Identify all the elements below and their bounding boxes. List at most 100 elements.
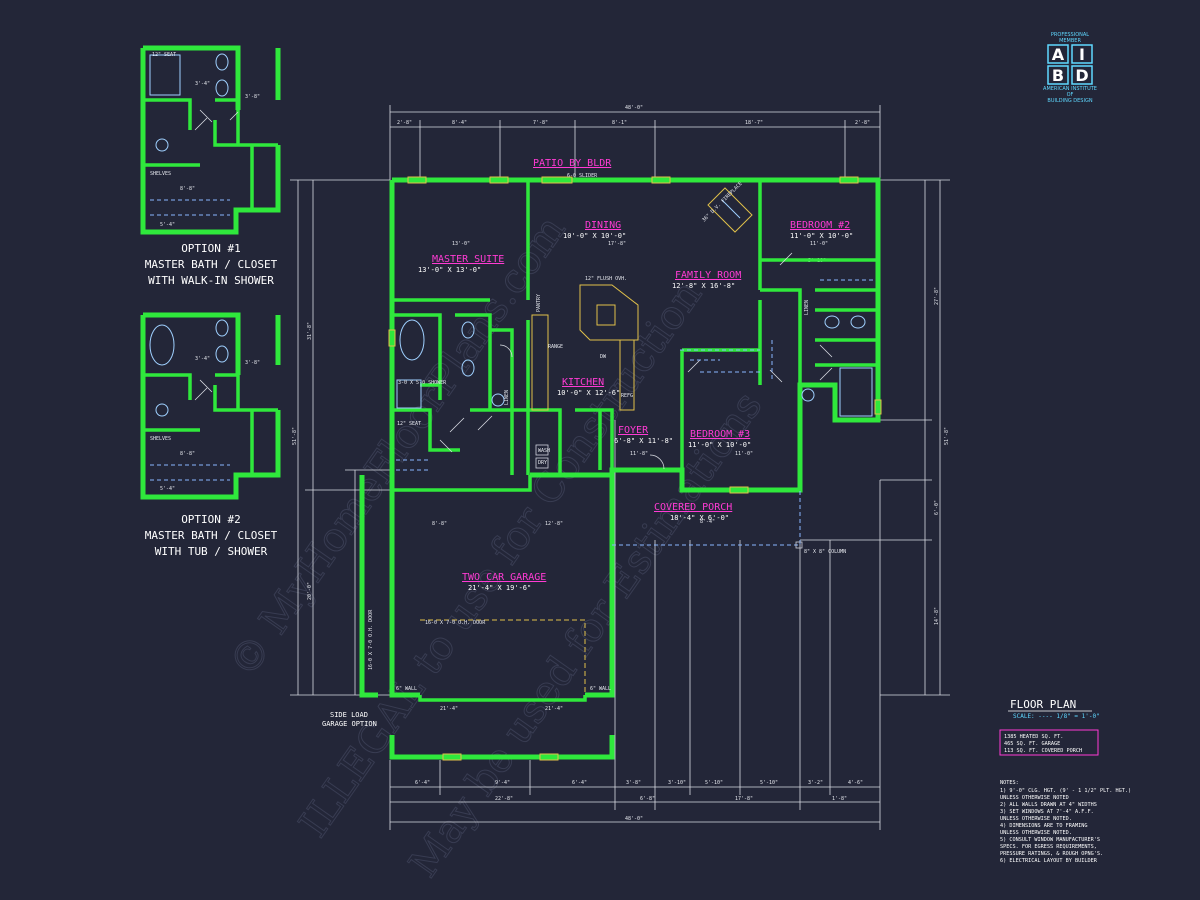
svg-text:UNLESS OTHERWISE NOTED.: UNLESS OTHERWISE NOTED. bbox=[1000, 830, 1072, 836]
svg-text:5) CONSULT WINDOW MANUFACTURE: 5) CONSULT WINDOW MANUFACTURER'S bbox=[1000, 837, 1100, 843]
svg-text:WASH: WASH bbox=[538, 448, 550, 454]
room-dining-label: DINING bbox=[585, 220, 621, 231]
room-kitchen-label: KITCHEN bbox=[562, 377, 604, 388]
option-2-title: OPTION #2 bbox=[181, 513, 241, 526]
svg-text:8'-8": 8'-8" bbox=[180, 186, 195, 192]
svg-text:3'-8": 3'-8" bbox=[626, 780, 641, 786]
room-garage-label: TWO CAR GARAGE bbox=[462, 572, 546, 583]
svg-text:1) 9'-0" CLG. HGT. (9' - 1 1/: 1) 9'-0" CLG. HGT. (9' - 1 1/2" PLT. HGT… bbox=[1000, 788, 1131, 794]
svg-text:8'-4": 8'-4" bbox=[452, 120, 467, 126]
svg-text:5'-4": 5'-4" bbox=[160, 222, 175, 228]
svg-text:3'-2": 3'-2" bbox=[808, 780, 823, 786]
plan-title: FLOOR PLAN bbox=[1010, 698, 1076, 711]
svg-text:RANGE: RANGE bbox=[548, 344, 563, 350]
room-family-label: FAMILY ROOM bbox=[675, 270, 741, 281]
svg-text:27'-8": 27'-8" bbox=[934, 287, 940, 305]
svg-text:D: D bbox=[1075, 66, 1088, 85]
svg-text:6" WALL: 6" WALL bbox=[396, 686, 417, 692]
svg-text:6'-0": 6'-0" bbox=[934, 500, 940, 515]
svg-text:51'-8": 51'-8" bbox=[944, 427, 950, 445]
main-plan-walls bbox=[359, 177, 881, 760]
area-porch: 113 SQ. FT. COVERED PORCH bbox=[1004, 748, 1082, 754]
option-1-title: OPTION #1 bbox=[181, 242, 241, 255]
option-1-line-2: MASTER BATH / CLOSET bbox=[145, 258, 278, 271]
svg-text:PANTRY: PANTRY bbox=[536, 294, 542, 312]
svg-text:17'-8": 17'-8" bbox=[608, 241, 626, 247]
svg-text:OF: OF bbox=[1067, 92, 1074, 98]
room-bedroom-2-label: BEDROOM #2 bbox=[790, 220, 850, 231]
area-heated: 1385 HEATED SQ. FT. bbox=[1004, 734, 1063, 740]
room-porch-label: COVERED PORCH bbox=[654, 502, 732, 513]
svg-text:3'-4": 3'-4" bbox=[195, 81, 210, 87]
svg-text:12" SEAT: 12" SEAT bbox=[152, 52, 176, 58]
room-garage-size: 21'-4" X 19'-6" bbox=[468, 584, 531, 592]
room-foyer-size: 6'-8" X 11'-8" bbox=[614, 437, 673, 445]
svg-text:A: A bbox=[1052, 45, 1065, 64]
svg-text:8" X 8" COLUMN: 8" X 8" COLUMN bbox=[804, 549, 846, 555]
svg-text:4'-6": 4'-6" bbox=[848, 780, 863, 786]
svg-text:14'-8": 14'-8" bbox=[934, 607, 940, 625]
svg-text:DW: DW bbox=[600, 354, 607, 360]
svg-text:7'-8": 7'-8" bbox=[533, 120, 548, 126]
svg-text:B: B bbox=[1052, 66, 1064, 85]
svg-text:3-0 X 5-0 SHOWER: 3-0 X 5-0 SHOWER bbox=[398, 380, 447, 386]
svg-text:51'-8": 51'-8" bbox=[292, 427, 298, 445]
svg-text:PRESSURE RATINGS, & ROUGH OPNG: PRESSURE RATINGS, & ROUGH OPNG'S. bbox=[1000, 851, 1103, 857]
svg-text:48'-0": 48'-0" bbox=[625, 105, 643, 111]
room-labels: PATIO BY BLDR DINING 10'-0" X 10'-0" FAM… bbox=[418, 158, 853, 592]
room-bedroom-3-label: BEDROOM #3 bbox=[690, 429, 750, 440]
area-garage: 465 SQ. FT. GARAGE bbox=[1004, 741, 1060, 747]
svg-text:3'-8": 3'-8" bbox=[245, 94, 260, 100]
svg-text:BUILDING DESIGN: BUILDING DESIGN bbox=[1047, 98, 1092, 104]
svg-text:8'-8": 8'-8" bbox=[432, 521, 447, 527]
side-load-label-1: SIDE LOAD bbox=[330, 711, 368, 719]
svg-text:2) ALL WALLS DRAWN AT 4" WIDT: 2) ALL WALLS DRAWN AT 4" WIDTHS bbox=[1000, 802, 1097, 808]
option-2-line-2: MASTER BATH / CLOSET bbox=[145, 529, 278, 542]
svg-text:2'-8": 2'-8" bbox=[397, 120, 412, 126]
svg-text:13'-0": 13'-0" bbox=[452, 241, 470, 247]
room-bedroom-2-size: 11'-0" X 10'-0" bbox=[790, 232, 853, 240]
svg-text:SHELVES: SHELVES bbox=[150, 171, 171, 177]
svg-text:PROFESSIONAL: PROFESSIONAL bbox=[1051, 32, 1089, 38]
room-porch-size: 18'-4" X 6'-0" bbox=[670, 514, 729, 522]
svg-text:12'-8": 12'-8" bbox=[545, 521, 563, 527]
svg-text:REFG: REFG bbox=[621, 393, 633, 399]
svg-text:SHELVES: SHELVES bbox=[150, 436, 171, 442]
svg-text:UNLESS OTHERWISE NOTED: UNLESS OTHERWISE NOTED bbox=[1000, 795, 1069, 801]
main-plan-details bbox=[388, 176, 882, 761]
svg-text:2'-8": 2'-8" bbox=[855, 120, 870, 126]
room-master-size: 13'-0" X 13'-0" bbox=[418, 266, 481, 274]
svg-text:6'-4": 6'-4" bbox=[572, 780, 587, 786]
svg-text:6'-8": 6'-8" bbox=[640, 796, 655, 802]
svg-text:11'-0": 11'-0" bbox=[810, 241, 828, 247]
svg-text:6'-4": 6'-4" bbox=[415, 780, 430, 786]
dimension-lines bbox=[290, 105, 950, 830]
svg-text:6" WALL: 6" WALL bbox=[590, 686, 611, 692]
svg-text:12" FLUSH OVH.: 12" FLUSH OVH. bbox=[585, 276, 627, 282]
svg-text:UNLESS OTHERWISE NOTED.: UNLESS OTHERWISE NOTED. bbox=[1000, 816, 1072, 822]
svg-text:3'-8": 3'-8" bbox=[245, 360, 260, 366]
room-kitchen-size: 10'-0" X 12'-6" bbox=[557, 389, 620, 397]
svg-text:16-0 X 7-0 O.H. DOOR: 16-0 X 7-0 O.H. DOOR bbox=[425, 620, 486, 626]
title-block: FLOOR PLAN SCALE: ---- 1/8" = 1'-0" 1385… bbox=[999, 698, 1100, 756]
svg-text:17'-8": 17'-8" bbox=[735, 796, 753, 802]
svg-text:I: I bbox=[1079, 45, 1085, 64]
option-1-plan: 12" SEAT SHELVES 8'-8" 3'-4" 3'-8" 5'-4" bbox=[140, 45, 281, 235]
svg-text:4) DIMENSIONS ARE TO FRAMING: 4) DIMENSIONS ARE TO FRAMING bbox=[1000, 823, 1087, 829]
svg-text:5'-4": 5'-4" bbox=[160, 486, 175, 492]
room-master-label: MASTER SUITE bbox=[432, 254, 504, 265]
svg-text:5'-10": 5'-10" bbox=[705, 780, 723, 786]
notes-heading: NOTES: bbox=[1000, 780, 1019, 786]
svg-text:8'-4": 8'-4" bbox=[700, 519, 715, 525]
side-load-label-2: GARAGE OPTION bbox=[322, 720, 377, 728]
plan-scale: SCALE: ---- 1/8" = 1'-0" bbox=[1013, 713, 1100, 720]
option-2-line-3: WITH TUB / SHOWER bbox=[155, 545, 268, 558]
room-dining-size: 10'-0" X 10'-0" bbox=[563, 232, 626, 240]
svg-text:16-0 X 7-0 O.H. DOOR: 16-0 X 7-0 O.H. DOOR bbox=[368, 609, 374, 670]
svg-text:11'-0": 11'-0" bbox=[735, 451, 753, 457]
room-bedroom-3-size: 11'-0" X 10'-0" bbox=[688, 441, 751, 449]
svg-text:8'-8": 8'-8" bbox=[180, 451, 195, 457]
svg-text:20'-0": 20'-0" bbox=[307, 582, 313, 600]
svg-text:3'-10": 3'-10" bbox=[668, 780, 686, 786]
plan-annotations: 6-0 SLIDER 36" D.V. FIREPLACE 12" FLUSH … bbox=[322, 173, 846, 728]
